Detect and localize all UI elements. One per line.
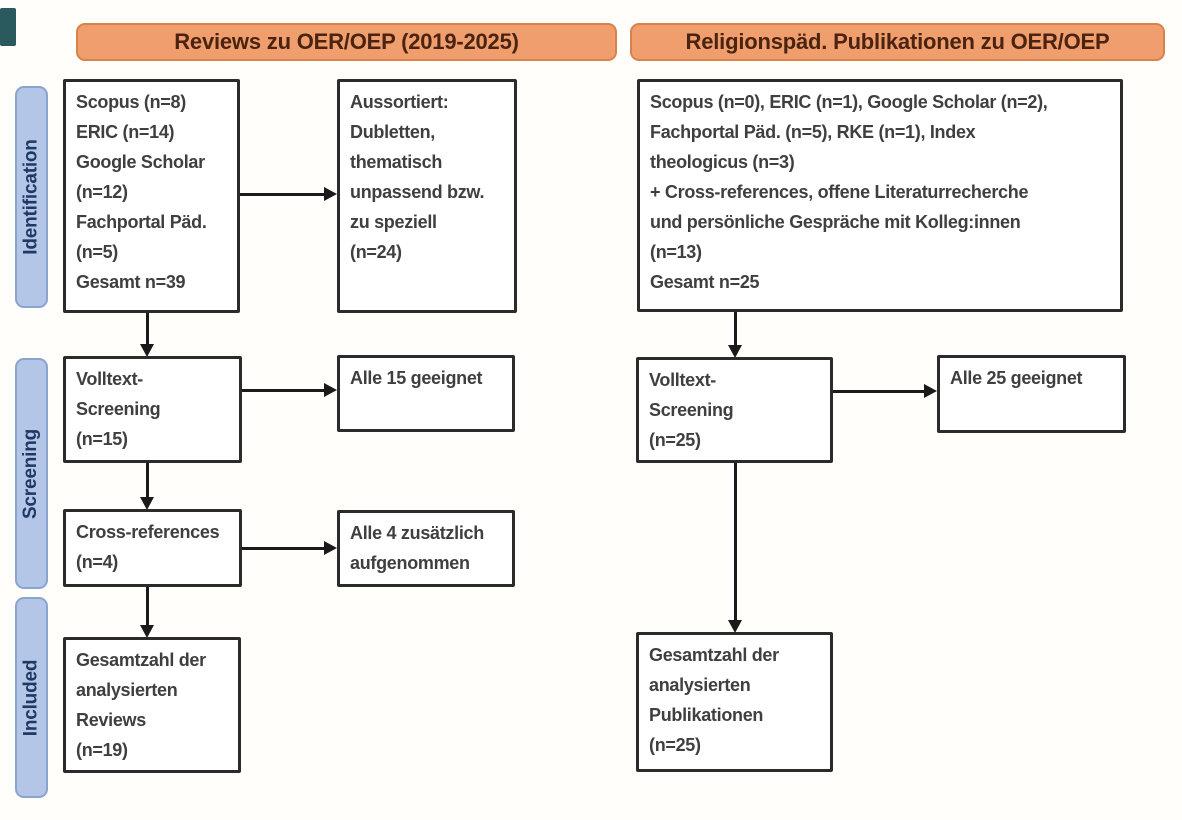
stage-included-label: Included [20,659,42,736]
box-left-crossreferences: Cross-references (n=4) [63,509,242,587]
stage-identification-label: Identification [20,139,42,255]
arrowhead-right-icon [324,541,337,555]
column-header-religionspaed-label: Religionspäd. Publikationen zu OER/OEP [685,29,1110,54]
arrowhead-down-icon [728,345,742,358]
arrow-line [833,390,926,393]
arrow-line [242,389,326,392]
box-left-excluded: Aussortiert: Dubletten, thematisch unpas… [337,79,517,313]
box-right-sources: Scopus (n=0), ERIC (n=1), Google Scholar… [637,79,1123,312]
arrowhead-right-icon [324,187,337,201]
box-left-sources: Scopus (n=8) ERIC (n=14) Google Scholar … [63,79,240,313]
arrowhead-down-icon [140,625,154,638]
stage-screening-label: Screening [20,428,42,519]
corner-artifact [0,8,16,46]
arrowhead-right-icon [324,383,337,397]
box-left-crossreferences-result: Alle 4 zusätzlich aufgenommen [337,510,515,587]
arrowhead-down-icon [140,344,154,357]
arrow-line [734,312,737,346]
box-left-included-total: Gesamtzahl der analysierten Reviews (n=1… [63,637,241,773]
arrowhead-down-icon [728,620,742,633]
arrow-line [146,587,149,627]
box-left-fulltext-screening: Volltext- Screening (n=15) [63,356,242,463]
arrow-line [240,193,326,196]
arrow-line [146,463,149,499]
box-right-fulltext-result: Alle 25 geeignet [937,355,1126,433]
stage-included: Included [15,597,48,798]
arrowhead-right-icon [924,384,937,398]
box-right-fulltext-screening: Volltext- Screening (n=25) [636,357,833,463]
arrowhead-down-icon [140,497,154,510]
arrow-line [242,547,326,550]
arrow-line [734,463,737,622]
arrow-line [146,313,149,346]
box-right-included-total: Gesamtzahl der analysierten Publikatione… [636,632,833,772]
column-header-religionspaed: Religionspäd. Publikationen zu OER/OEP [630,23,1165,61]
column-header-reviews-label: Reviews zu OER/OEP (2019-2025) [174,29,519,54]
box-left-fulltext-result: Alle 15 geeignet [337,355,515,432]
stage-identification: Identification [15,86,48,308]
column-header-reviews: Reviews zu OER/OEP (2019-2025) [76,23,617,61]
stage-screening: Screening [15,358,48,589]
